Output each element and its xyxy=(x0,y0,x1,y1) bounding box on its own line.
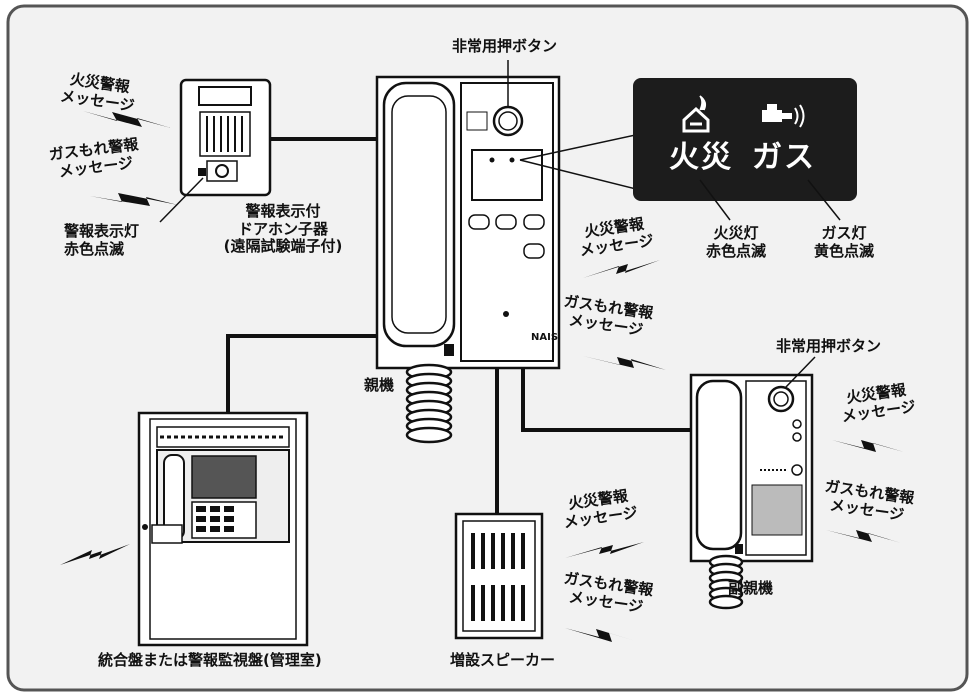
house-fire-icon xyxy=(682,95,710,133)
signal-bolt-icon xyxy=(60,544,130,565)
sub-handset xyxy=(695,379,743,551)
signal-bolt-icon xyxy=(83,111,171,128)
master-unit xyxy=(375,75,561,444)
alarm-lamp-label: 警報表示灯赤色点滅 xyxy=(64,222,140,258)
master-handset xyxy=(382,81,456,348)
sub-master-unit xyxy=(689,373,814,610)
signal-bolt-icon xyxy=(565,628,642,643)
integrated-panel-label: 統合盤または警報監視盤(管理室) xyxy=(98,651,322,669)
sub-coil-cord xyxy=(708,554,744,610)
sub-master-unit-label: 副親機 xyxy=(728,579,774,597)
fire-display-text: 火災 xyxy=(669,140,733,175)
sub-emergency-button-label: 非常用押ボタン xyxy=(776,337,882,355)
leader-gas-lamp xyxy=(807,179,841,221)
extension-speaker-label: 増設スピーカー xyxy=(450,651,556,669)
signal-bolts xyxy=(60,111,904,643)
signal-bolt-icon xyxy=(832,440,904,452)
signal-bolt-icon xyxy=(565,542,644,558)
leader-alarm-lamp xyxy=(159,177,204,223)
alarm-lamp-icon xyxy=(198,168,206,176)
extension-speaker xyxy=(454,512,544,640)
display-zoom-panel xyxy=(633,78,857,201)
brand-logo: NAIS xyxy=(531,332,559,343)
door-intercom-unit xyxy=(179,78,272,197)
wiring xyxy=(226,137,691,514)
signal-bolt-icon xyxy=(583,356,666,370)
signal-bolt-icon xyxy=(90,193,178,206)
gas-display-text: ガス xyxy=(752,140,816,175)
gas-valve-icon xyxy=(762,104,805,128)
master-unit-label: 親機 xyxy=(364,376,395,394)
leader-fire-lamp xyxy=(699,179,731,221)
signal-bolt-icon xyxy=(583,260,660,278)
fire-lamp-label: 火災灯赤色点滅 xyxy=(705,224,766,260)
leader-display-zoom xyxy=(519,133,641,161)
signal-bolt-icon xyxy=(826,530,901,543)
gas-lamp-label: ガス灯黄色点滅 xyxy=(813,224,874,260)
emergency-button-label: 非常用押ボタン xyxy=(452,37,558,55)
integrated-panel xyxy=(137,411,309,647)
leader-emergency-sub xyxy=(784,356,816,389)
door-intercom-label: 警報表示付ドアホン子器(遠隔試験端子付) xyxy=(223,202,343,256)
master-coil-cord xyxy=(405,363,453,444)
